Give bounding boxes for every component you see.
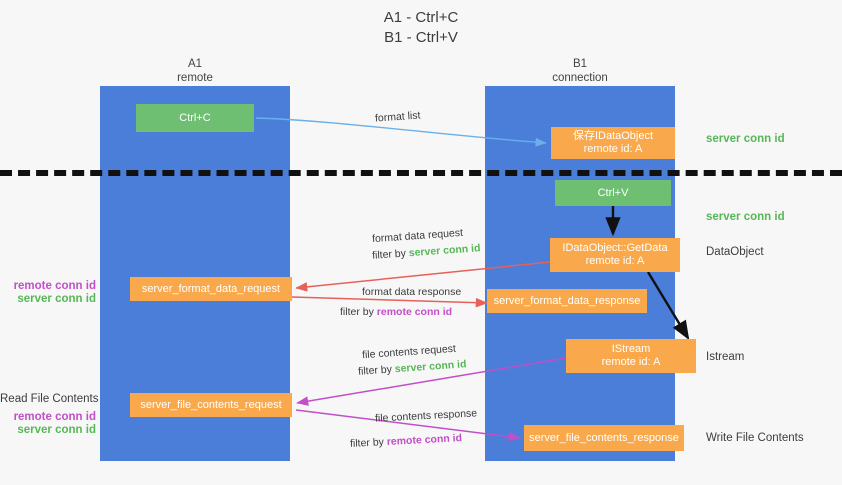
lane-a1-subtitle: remote xyxy=(177,71,213,84)
annotation-read-file-contents: Read File Contents xyxy=(0,393,99,405)
node-server-file-contents-request[interactable]: server_file_contents_request xyxy=(130,393,292,417)
node-save-idataobject-line1: 保存IDataObject xyxy=(572,130,654,142)
node-server-file-contents-request-label: server_file_contents_request xyxy=(140,398,282,411)
filter-prefix: filter by xyxy=(349,436,388,450)
node-server-format-data-request[interactable]: server_format_data_request xyxy=(130,277,292,301)
filter-value-server-conn-id: server conn id xyxy=(394,358,467,376)
lane-b1-name: B1 xyxy=(572,58,588,70)
filter-value-remote-conn-id: remote conn id xyxy=(386,432,463,448)
node-ctrl-v-label: Ctrl+V xyxy=(597,186,629,199)
node-istream-line2: remote id: A xyxy=(601,356,661,368)
title-line-1: A1 - Ctrl+C xyxy=(383,9,459,26)
filter-value-remote-conn-id: remote conn id xyxy=(376,306,453,318)
annotation-write-file-contents: Write File Contents xyxy=(706,432,804,444)
annotation-server-conn-id-upper: server conn id xyxy=(17,293,96,305)
phase-separator-dashed-line xyxy=(0,170,842,176)
node-idataobject-getdata[interactable]: IDataObject::GetData remote id: A xyxy=(550,238,680,272)
node-server-file-contents-response-label: server_file_contents_response xyxy=(529,431,679,444)
node-idataobject-getdata-line2: remote id: A xyxy=(585,255,645,267)
node-server-format-data-response-label: server_format_data_response xyxy=(493,294,641,307)
filter-prefix: filter by xyxy=(340,306,377,318)
lane-b1-subtitle: connection xyxy=(552,71,608,84)
filter-prefix: filter by xyxy=(371,247,410,262)
title-line-2: B1 - Ctrl+V xyxy=(384,29,458,46)
node-save-idataobject-line2: remote id: A xyxy=(583,143,643,155)
node-server-format-data-request-label: server_format_data_request xyxy=(141,282,281,295)
annotation-istream: Istream xyxy=(706,351,745,363)
lane-header-b1: B1 connection xyxy=(485,58,675,85)
node-istream-line1: IStream xyxy=(611,343,651,355)
annotation-server-conn-id-lower: server conn id xyxy=(17,424,96,436)
annotation-remote-conn-id-upper: remote conn id xyxy=(13,280,96,292)
edge-label-format-list: format list xyxy=(374,109,421,125)
edge-label-file-contents-response-filter: filter by remote conn id xyxy=(350,431,463,451)
lane-a1-name: A1 xyxy=(187,58,203,70)
edge-label-format-data-response: format data response xyxy=(362,286,462,298)
annotation-server-conn-id-mid: server conn id xyxy=(706,211,785,223)
node-ctrl-c-label: Ctrl+C xyxy=(179,111,211,124)
node-idataobject-getdata-line1: IDataObject::GetData xyxy=(562,242,668,254)
annotation-server-conn-id-top: server conn id xyxy=(706,133,785,145)
annotation-dataobject: DataObject xyxy=(706,246,764,258)
edge-label-file-contents-response: file contents response xyxy=(374,407,478,425)
node-ctrl-v[interactable]: Ctrl+V xyxy=(555,180,671,206)
node-istream[interactable]: IStream remote id: A xyxy=(566,339,696,373)
node-ctrl-c[interactable]: Ctrl+C xyxy=(136,104,254,132)
filter-value-server-conn-id: server conn id xyxy=(408,242,481,260)
node-server-format-data-response[interactable]: server_format_data_response xyxy=(487,289,647,313)
filter-prefix: filter by xyxy=(357,363,396,378)
edge-label-format-data-response-filter: filter by remote conn id xyxy=(340,305,452,319)
annotation-remote-conn-id-lower: remote conn id xyxy=(13,411,96,423)
node-server-file-contents-response[interactable]: server_file_contents_response xyxy=(524,425,684,451)
node-save-idataobject[interactable]: 保存IDataObject remote id: A xyxy=(551,127,675,159)
page-title: A1 - Ctrl+C B1 - Ctrl+V xyxy=(0,8,842,48)
lane-header-a1: A1 remote xyxy=(100,58,290,85)
